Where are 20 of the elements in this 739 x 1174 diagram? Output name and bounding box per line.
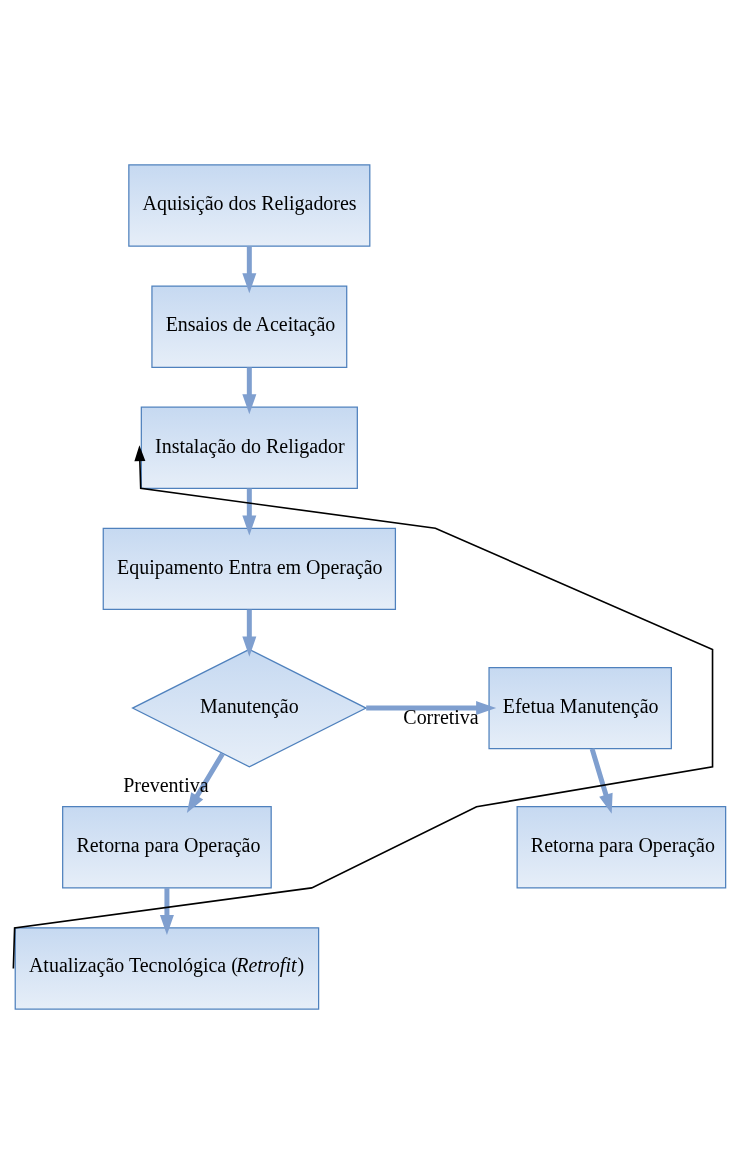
node-box: Aquisição dos Religadores <box>128 164 371 247</box>
edge-label: Preventiva <box>123 773 209 796</box>
edge-label: Corretiva <box>403 706 479 729</box>
node-diamond: Manutenção <box>131 648 368 768</box>
node-box: Equipamento Entra em Operação <box>102 527 397 611</box>
arrow <box>186 752 225 813</box>
node-box: Instalação do Religador <box>140 406 358 489</box>
node-box: Atualização Tecnológica (Retrofit) <box>14 927 320 1010</box>
arrow <box>159 888 174 935</box>
node-box: Retorna para Operação <box>62 806 272 889</box>
node-box: Ensaios de Aceitação <box>151 285 348 368</box>
node-box: Efetua Manutenção <box>488 666 672 750</box>
arrow <box>242 488 257 536</box>
node-box: Retorna para Operação <box>516 806 727 889</box>
arrow <box>366 701 497 716</box>
arrow <box>12 445 714 970</box>
arrow <box>589 748 613 814</box>
arrow <box>242 609 257 657</box>
arrow <box>242 367 257 415</box>
arrow <box>242 246 257 294</box>
